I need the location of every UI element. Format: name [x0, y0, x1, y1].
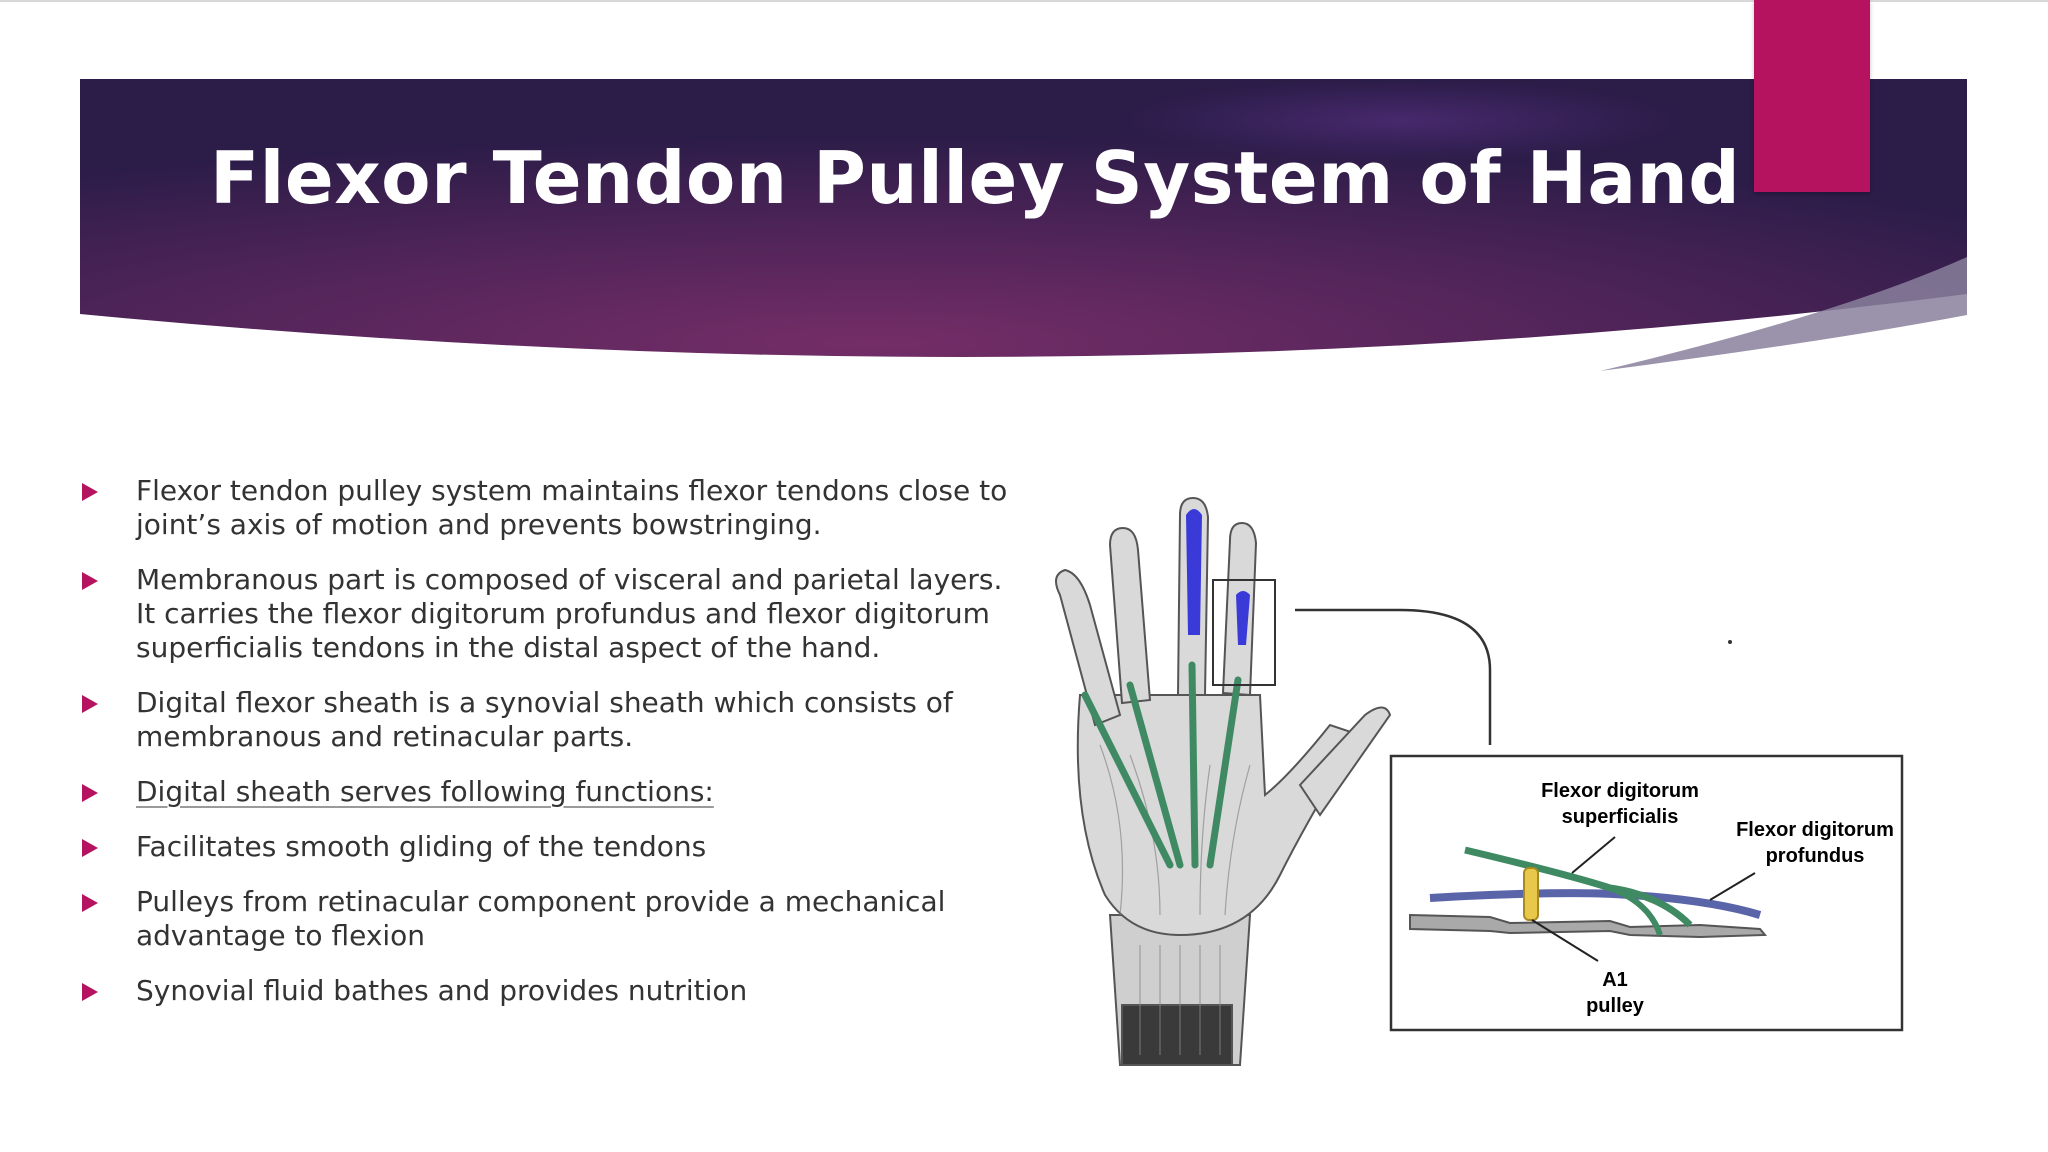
accent-tab — [1754, 0, 1870, 192]
bullet-text: Membranous part is composed of visceral … — [136, 563, 1003, 664]
bullet-item: Pulleys from retinacular component provi… — [80, 885, 1010, 953]
bullet-list: Flexor tendon pulley system maintains fl… — [80, 474, 1010, 1029]
label-line: pulley — [1586, 995, 1644, 1017]
hand-anatomy-figure: Flexor digitorum superficialis Flexor di… — [1010, 495, 1910, 1080]
bullet-text: Digital sheath serves following function… — [136, 775, 714, 808]
label-line: profundus — [1765, 845, 1865, 867]
bullet-item: Facilitates smooth gliding of the tendon… — [80, 830, 1010, 864]
triangle-bullet-icon — [82, 983, 98, 1001]
label-line: A1 — [1602, 969, 1628, 991]
bullet-item: Digital sheath serves following function… — [80, 775, 1010, 809]
top-border — [0, 0, 2048, 2]
bullet-item: Digital flexor sheath is a synovial shea… — [80, 686, 1010, 754]
bullet-text: Facilitates smooth gliding of the tendon… — [136, 830, 707, 863]
slide-title: Flexor Tendon Pulley System of Hand — [210, 136, 1741, 220]
hand-illustration — [1055, 496, 1904, 1066]
triangle-bullet-icon — [82, 695, 98, 713]
triangle-bullet-icon — [82, 894, 98, 912]
bullet-text: Flexor tendon pulley system maintains fl… — [136, 474, 1008, 541]
label-line: Flexor digitorum — [1541, 780, 1699, 802]
label-line: superficialis — [1561, 806, 1679, 828]
label-flexor-digitorum-superficialis: Flexor digitorum superficialis — [1510, 778, 1730, 830]
triangle-bullet-icon — [82, 483, 98, 501]
triangle-bullet-icon — [82, 572, 98, 590]
label-flexor-digitorum-profundus: Flexor digitorum profundus — [1710, 817, 1920, 869]
bullet-item: Flexor tendon pulley system maintains fl… — [80, 474, 1010, 542]
bullet-text: Digital flexor sheath is a synovial shea… — [136, 686, 953, 753]
triangle-bullet-icon — [82, 784, 98, 802]
triangle-bullet-icon — [82, 839, 98, 857]
title-banner — [80, 79, 1967, 380]
label-a1-pulley: A1 pulley — [1560, 967, 1670, 1019]
bullet-item: Membranous part is composed of visceral … — [80, 563, 1010, 665]
bullet-item: Synovial fluid bathes and provides nutri… — [80, 974, 1010, 1008]
label-line: Flexor digitorum — [1736, 819, 1894, 841]
bullet-text: Pulleys from retinacular component provi… — [136, 885, 946, 952]
bullet-text: Synovial fluid bathes and provides nutri… — [136, 974, 748, 1007]
